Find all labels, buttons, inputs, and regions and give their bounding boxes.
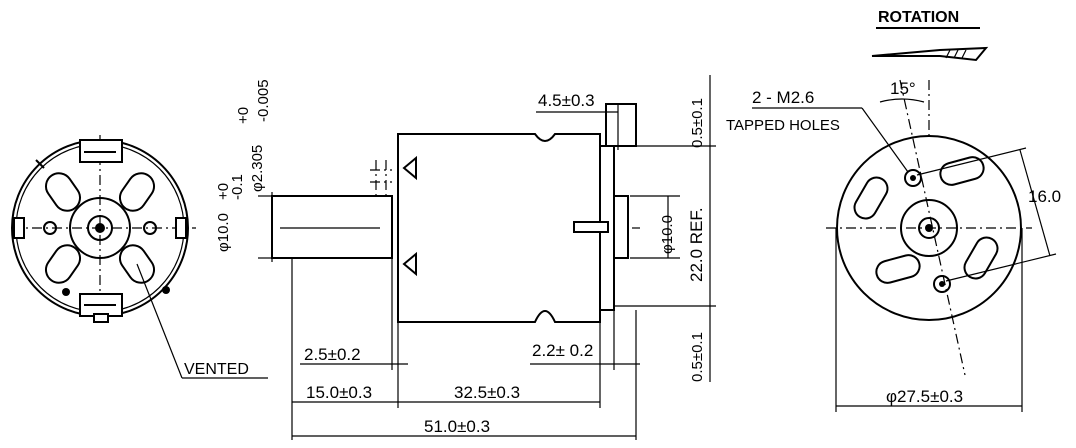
- rear-end-view: ROTATION 2 - M2.6 TAPPED HOLES 15°: [726, 9, 1061, 412]
- arrow-hatch-1: [945, 49, 951, 59]
- terminal-tab: [605, 103, 637, 147]
- tapped-hole-top-center: [910, 175, 916, 181]
- bolt-dim-line: [1019, 149, 1051, 257]
- rear-bearing: [918, 217, 940, 239]
- tapped-hole-bottom: [933, 275, 951, 293]
- front-bearing: [87, 215, 113, 241]
- bottom-terminal-tab: [93, 313, 109, 323]
- rear-vent-1: [853, 176, 889, 220]
- shaft-tol-minus: -0.1: [229, 174, 246, 200]
- right-hole: [143, 221, 157, 235]
- angle-label: 15°: [890, 79, 916, 98]
- vent-slot-3: [44, 244, 82, 284]
- tick-1: [35, 159, 45, 169]
- flange-len-label: 4.5±0.3: [538, 91, 595, 110]
- side-dimensions: φ10.0 +0 -0.1 φ2.305 +0 -0.005 4.5±0.3 0…: [215, 75, 716, 440]
- ref-height-label: 22.0 REF.: [687, 207, 706, 282]
- shaft-tol2-plus: +0: [235, 107, 252, 124]
- tapped-hole-bottom-center: [939, 281, 945, 287]
- rear-bushing: [573, 221, 609, 233]
- vent-slot-2: [118, 172, 156, 212]
- rear-step-label: 2.2± 0.2: [532, 341, 593, 360]
- shaft: [271, 195, 393, 259]
- vented-label: VENTED: [184, 361, 249, 378]
- rotation-arrow: [871, 46, 989, 62]
- arrow-hatch-2: [953, 49, 959, 59]
- vent-slot-1: [44, 172, 82, 212]
- tapped-count-label: 2 - M2.6: [752, 88, 814, 107]
- vented-leader: [136, 263, 183, 379]
- shaft-len-label: 15.0±0.3: [306, 383, 372, 402]
- tapped-hole-top: [904, 169, 922, 187]
- body-len-label: 32.5±0.3: [454, 383, 520, 402]
- bolt-ext-1: [916, 147, 1027, 176]
- vent-slot-4: [118, 244, 156, 284]
- total-len-label: 51.0±0.3: [424, 417, 490, 436]
- offset-bottom-label: 0.5±0.1: [689, 332, 706, 382]
- arrow-hatch-3: [961, 49, 967, 59]
- angle-arc: [879, 98, 925, 103]
- rear-boss: [900, 199, 958, 257]
- shaft-tol2-minus: -0.005: [255, 79, 272, 122]
- left-side-tab: [13, 217, 25, 239]
- rear-vent-4: [963, 236, 999, 280]
- side-view: [271, 103, 640, 323]
- dot-2: [162, 286, 170, 294]
- front-boss: [69, 197, 131, 259]
- rear-boss: [613, 195, 629, 259]
- rear-shaft: [925, 224, 933, 232]
- can-marker-top: [402, 155, 417, 181]
- can-marker-bottom: [402, 251, 417, 277]
- front-shaft: [95, 223, 105, 233]
- shaft-tol-plus: +0: [215, 183, 232, 200]
- shaft-step-label: 2.5±0.2: [304, 345, 361, 364]
- tapped-leader: [861, 107, 909, 173]
- body-dia-label: φ27.5±0.3: [886, 387, 963, 406]
- right-side-tab: [175, 217, 187, 239]
- shaft-dia-label: φ10.0: [215, 213, 232, 252]
- motor-can: [397, 133, 601, 323]
- bolt-ext-2: [945, 253, 1057, 282]
- rear-vent-3: [875, 254, 921, 284]
- shaft-dia2-label: φ2.305: [249, 145, 266, 192]
- dot-1: [62, 288, 70, 296]
- offset-top-label: 0.5±0.1: [689, 98, 706, 148]
- bolt-span-label: 16.0: [1028, 187, 1061, 206]
- left-hole: [43, 221, 57, 235]
- front-end-view: VENTED: [11, 135, 268, 379]
- rear-vent-2: [939, 156, 985, 186]
- rotation-label: ROTATION: [878, 9, 959, 26]
- tapped-holes-label: TAPPED HOLES: [726, 117, 840, 134]
- right-boss-dia-label: φ10.0: [659, 215, 676, 254]
